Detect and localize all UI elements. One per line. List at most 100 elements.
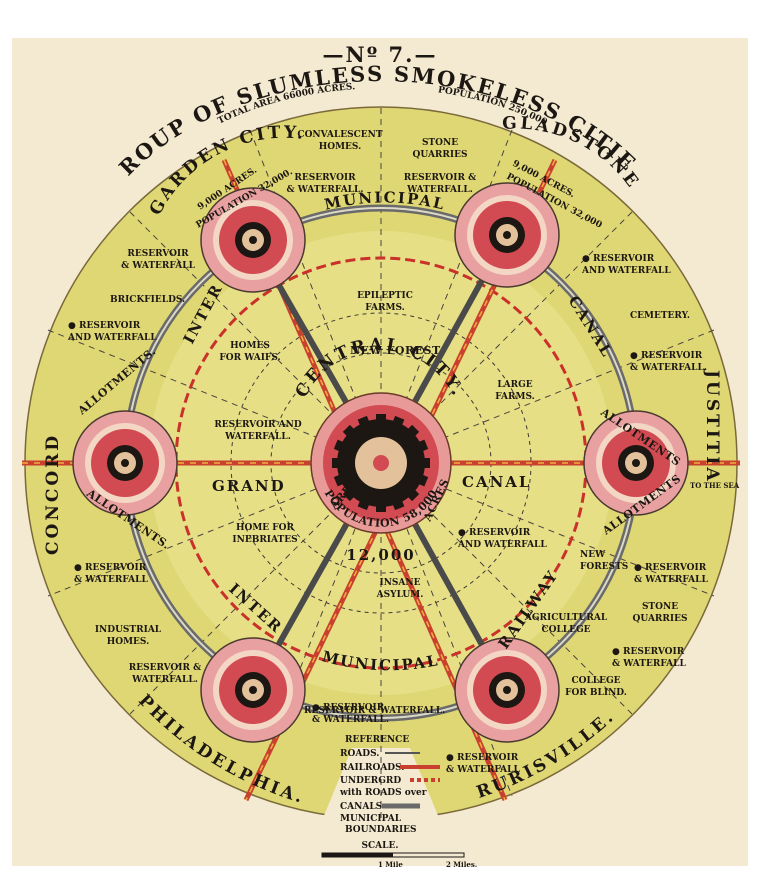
reservoir-waterfall-c-label: & WATERFALL — [121, 261, 195, 271]
reservoir-waterfall-d-label: ● RESERVOIR — [582, 254, 655, 264]
cog-tooth — [420, 458, 430, 468]
cog-tooth — [376, 414, 386, 424]
cog-tooth — [391, 415, 405, 429]
reservoir-waterfall-b-label: RESERVOIR & — [404, 173, 476, 183]
cog-tooth — [342, 424, 357, 439]
legend-roads: ROADS. — [340, 749, 379, 759]
scale-one: 1 Mile — [378, 860, 403, 869]
central-city — [310, 392, 452, 534]
large-farms-label: LARGE — [497, 380, 532, 390]
cog-tooth — [333, 473, 347, 487]
reservoir-waterfall-f-label: & WATERFALL. — [630, 363, 707, 373]
legend-railroads: RAILROADS. — [340, 763, 404, 773]
legend-underground-1: UNDERGRD — [340, 776, 401, 786]
cog-tooth — [333, 439, 347, 453]
reservoir-waterfall-h-label: WATERFALL. — [131, 675, 198, 685]
reservoir-waterfall-k-label: RESERVOIR AND — [214, 420, 302, 430]
cog-tooth — [391, 497, 405, 511]
reservoir-waterfall-g-label: & WATERFALL — [74, 575, 148, 585]
reservoir-waterfall-i-label: ● RESERVOIR — [446, 753, 519, 763]
college-blind-label: COLLEGE — [571, 676, 620, 686]
legend-municipal-1: MUNICIPAL — [340, 814, 402, 824]
cemetery-label: CEMETERY. — [630, 311, 690, 321]
legend-underground-2: with ROADS over — [339, 788, 427, 798]
stone-quarries-right-label: QUARRIES — [633, 614, 688, 624]
reservoir-waterfall-bottom-label: RESERVOIR & WATERFALL. — [304, 706, 445, 716]
agricultural-college-label: AGRICULTURAL — [524, 613, 608, 623]
reservoir-waterfall-a-label: RESERVOIR — [294, 173, 356, 183]
stone-quarries-top-label: STONE — [422, 138, 458, 148]
satellite-philadelphia — [200, 637, 306, 743]
legend-canals: CANALS — [340, 802, 382, 812]
brickfields-label: BRICKFIELDS. — [110, 295, 185, 305]
satellite-concord — [72, 410, 178, 516]
home-inebriates-label: INEBRIATES — [232, 535, 297, 545]
reservoir-waterfall-c-label: RESERVOIR — [127, 249, 189, 259]
central-cog — [332, 414, 430, 512]
reservoir-waterfall-i-label: & WATERFALL — [446, 765, 520, 775]
convalescent-label: HOMES. — [319, 142, 361, 152]
college-blind-label: FOR BLIND. — [565, 688, 627, 698]
cog-tooth — [415, 439, 429, 453]
satellite-philadelphia-ring-5 — [249, 686, 257, 694]
feature-labels: CONVALESCENT HOMES. STONE QUARRIES RESERVOIR… — [67, 130, 708, 775]
central-area-value: 12,000 — [346, 546, 415, 564]
reservoir-waterfall-a-label: & WATERFALL. — [287, 185, 364, 195]
scale-bar-fill — [322, 853, 393, 857]
stone-quarries-top-label: QUARRIES — [413, 150, 468, 160]
to-the-sea-label: TO THE SEA — [690, 481, 740, 490]
epileptic-label: EPILEPTIC — [357, 291, 413, 301]
satellite-justitia — [583, 410, 689, 516]
new-forests-label: NEW — [580, 550, 606, 560]
satellite-cities — [72, 182, 689, 743]
reservoir-waterfall-l-label: ● RESERVOIR — [458, 528, 531, 538]
legend-heading: REFERENCE — [345, 735, 409, 745]
cog-tooth — [376, 502, 386, 512]
scale-two: 2 Miles. — [446, 860, 477, 869]
convalescent-label: CONVALESCENT — [297, 130, 382, 140]
industrial-homes-label: HOMES. — [107, 637, 149, 647]
scale-heading: SCALE. — [362, 841, 399, 851]
homes-waifs-label: FOR WAIFS. — [219, 353, 280, 363]
satellite-rurisville — [454, 637, 560, 743]
satellite-concord-ring-5 — [121, 459, 129, 467]
insane-asylum-label: ASYLUM. — [376, 590, 424, 600]
satellite-gladstone — [454, 182, 560, 288]
agricultural-college-label: COLLEGE — [541, 625, 590, 635]
insane-asylum-label: INSANE — [379, 578, 420, 588]
reservoir-waterfall-j-label: & WATERFALL. — [312, 715, 389, 725]
reservoir-waterfall-l-label: AND WATERFALL — [457, 540, 547, 550]
new-forests-label: FORESTS — [580, 562, 628, 572]
cog-tooth — [332, 458, 342, 468]
cog-tooth — [415, 473, 429, 487]
reservoir-waterfall-n-label: & WATERFALL — [612, 659, 686, 669]
reservoir-waterfall-g-label: ● RESERVOIR — [74, 563, 147, 573]
legend-municipal-2: BOUNDARIES — [345, 825, 417, 835]
reservoir-waterfall-e-label: ● RESERVOIR — [68, 321, 141, 331]
scale-bar: SCALE. 1 Mile 2 Miles. — [321, 841, 477, 869]
satellite-garden-city — [200, 187, 306, 293]
reservoir-waterfall-m-label: ● RESERVOIR — [634, 563, 707, 573]
justitia-name: JUSTITIA — [702, 368, 722, 484]
reservoir-waterfall-b-label: WATERFALL. — [406, 185, 473, 195]
new-forest-label: NEW FOREST — [350, 344, 441, 357]
cog-tooth — [405, 487, 420, 502]
reservoir-waterfall-e-label: AND WATERFALL — [67, 333, 157, 343]
reservoir-waterfall-d-label: AND WATERFALL — [581, 266, 671, 276]
reservoir-waterfall-m-label: & WATERFALL — [634, 575, 708, 585]
satellite-rurisville-ring-5 — [503, 686, 511, 694]
satellite-gladstone-ring-5 — [503, 231, 511, 239]
satellite-justitia-ring-5 — [632, 459, 640, 467]
concord-name: CONCORD — [43, 433, 63, 555]
large-farms-label: FARMS. — [495, 392, 535, 402]
reservoir-waterfall-j-label: ● RESERVOIR — [312, 703, 385, 713]
reservoir-waterfall-n-label: ● RESERVOIR — [612, 647, 685, 657]
stone-quarries-right-label: STONE — [642, 602, 678, 612]
cog-tooth — [357, 415, 371, 429]
homes-waifs-label: HOMES — [230, 341, 270, 351]
plate-number: —Nº 7.— — [323, 42, 438, 67]
cog-tooth — [342, 487, 357, 502]
cog-tooth — [357, 497, 371, 511]
satellite-garden-city-ring-5 — [249, 236, 257, 244]
